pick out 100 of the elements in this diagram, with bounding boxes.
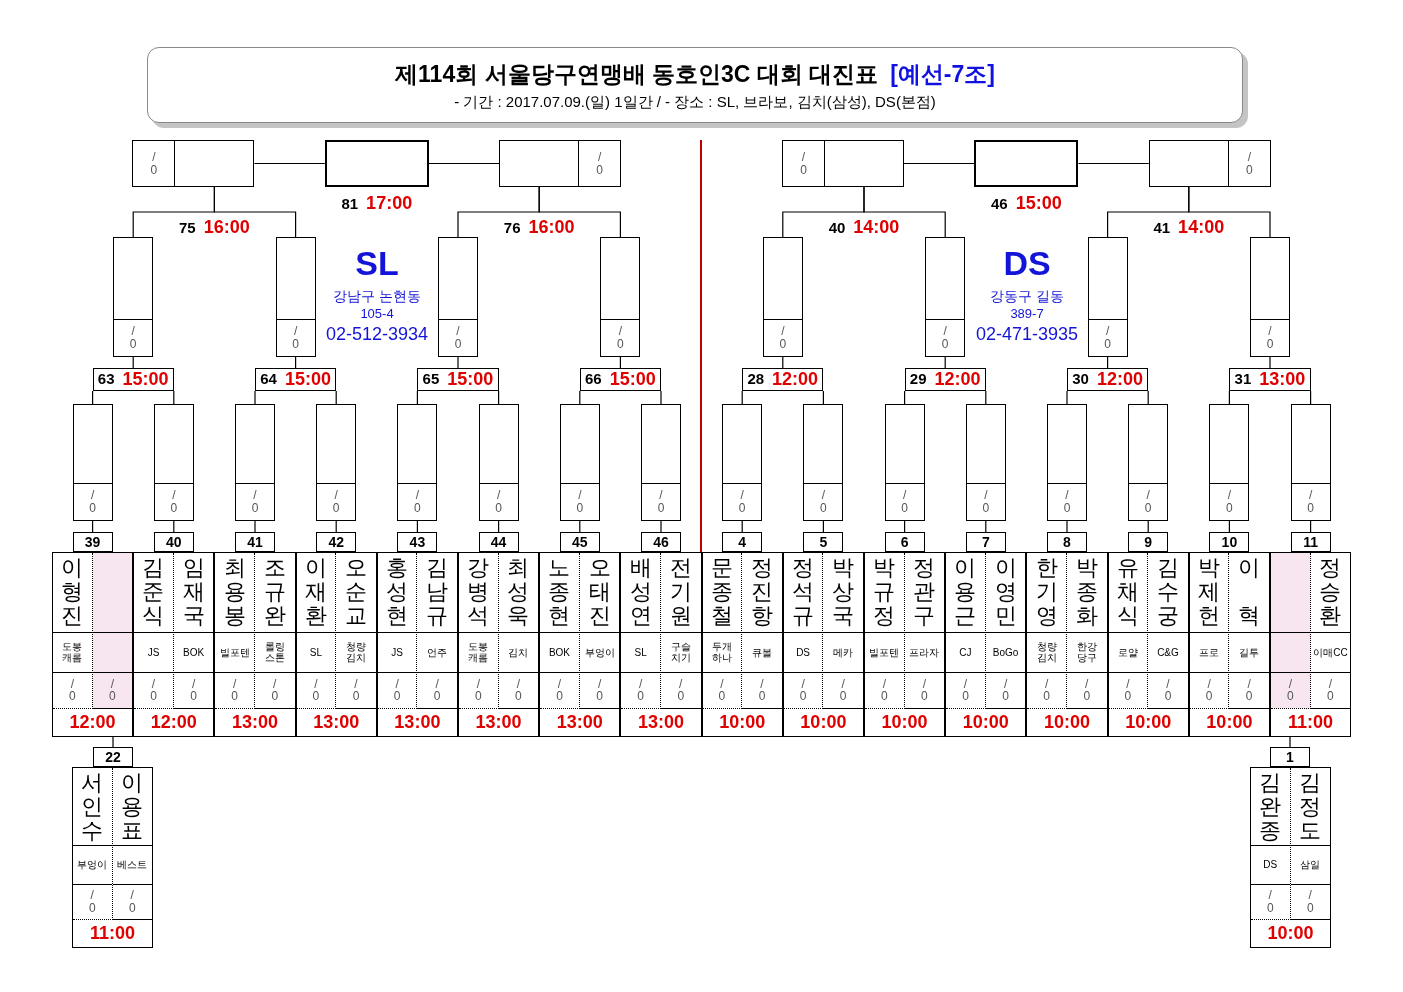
match-time: 15:00 <box>284 368 331 391</box>
score: / 0 <box>291 325 300 351</box>
club-name: JS <box>391 646 403 658</box>
match-time: 17:00 <box>366 192 413 215</box>
match-number-box <box>559 532 600 552</box>
club-name: 구슬치기 <box>669 641 692 664</box>
match-number: 46 <box>653 535 669 549</box>
club-name: 두개하나 <box>710 641 733 664</box>
match-time: 13:00 <box>637 711 684 734</box>
bracket-slot <box>132 140 255 187</box>
player-name: 노종현 <box>548 556 571 629</box>
score: / 0 <box>351 677 361 704</box>
player-name: 임재국 <box>182 556 205 629</box>
bracket-slot <box>72 404 113 521</box>
club-name: CJ <box>959 646 972 658</box>
player-name: 강병석 <box>467 556 490 629</box>
match-cell <box>295 552 377 737</box>
club-name: JS <box>147 646 160 658</box>
club-name: BOK <box>548 646 571 658</box>
match-number-box <box>884 532 925 552</box>
bracket-slot <box>925 237 966 357</box>
group-label: [예선-7조] <box>890 59 995 89</box>
match-time: 16:00 <box>528 216 575 239</box>
score: / 0 <box>838 677 848 704</box>
player-name: 박종화 <box>1075 556 1098 629</box>
match-cell <box>52 552 134 737</box>
bracket-line <box>254 520 256 533</box>
score: / 0 <box>900 489 909 515</box>
match-number: 65 <box>422 369 440 390</box>
score: / 0 <box>169 489 179 515</box>
match-time: 15:00 <box>1015 192 1062 215</box>
match-number: 44 <box>490 535 507 549</box>
player-name: 김정도 <box>1299 771 1322 844</box>
final-match-box <box>974 140 1079 187</box>
match-number: 63 <box>97 369 115 390</box>
match-number-box <box>803 532 844 552</box>
match-number: 76 <box>503 218 521 238</box>
score: / 0 <box>250 489 260 515</box>
club-name: 프라자 <box>909 646 940 658</box>
player-name: 정관구 <box>913 556 936 629</box>
club-name: SL <box>634 646 647 658</box>
match-number: 42 <box>328 535 344 549</box>
club-name: 베스트 <box>117 859 148 871</box>
match-time: 10:00 <box>1267 922 1314 945</box>
match-number: 6 <box>900 535 909 549</box>
bracket-slot <box>275 237 316 357</box>
match-time: 13:00 <box>394 711 441 734</box>
player-cell <box>1027 553 1067 709</box>
match-cell <box>782 552 864 737</box>
bracket-line <box>1066 520 1068 533</box>
bracket-slot <box>884 404 925 521</box>
player-name: 최성욱 <box>507 556 530 629</box>
match-label-box <box>1067 368 1149 391</box>
match-cell <box>945 552 1027 737</box>
match-time: 14:00 <box>853 216 900 239</box>
score: / 0 <box>453 325 463 351</box>
match-time: 13:00 <box>475 711 522 734</box>
match-time: 10:00 <box>1206 711 1253 734</box>
venue-name: DS <box>1003 246 1051 280</box>
player-name: 이재환 <box>304 556 327 629</box>
club-name: 로얄 <box>1117 646 1138 658</box>
player-cell <box>459 553 499 709</box>
bracket-slot <box>113 237 154 357</box>
score: / 0 <box>127 889 137 915</box>
score: / 0 <box>717 677 727 704</box>
player-name: 정석규 <box>792 556 815 629</box>
match-time: 10:00 <box>881 711 928 734</box>
player-name: 서인수 <box>81 771 104 844</box>
score: / 0 <box>737 489 747 515</box>
score: / 0 <box>656 489 666 515</box>
score: / 0 <box>149 677 158 704</box>
bracket-line <box>253 162 326 165</box>
score: / 0 <box>1163 677 1173 704</box>
match-time: 11:00 <box>89 922 135 945</box>
score: / 0 <box>67 677 77 704</box>
match-cell <box>214 552 296 737</box>
bracket-slot <box>803 404 844 521</box>
player-name: 김완종 <box>1259 771 1282 844</box>
match-number: 64 <box>260 369 277 390</box>
match-number-box <box>93 747 133 767</box>
score: / 0 <box>676 677 686 704</box>
player-name: 오순교 <box>345 556 367 629</box>
match-number: 66 <box>585 369 602 390</box>
score: / 0 <box>616 325 625 351</box>
score: / 0 <box>595 150 605 177</box>
player-name: 홍성현 <box>386 556 409 629</box>
score: / 0 <box>1285 677 1295 704</box>
score: / 0 <box>432 677 442 704</box>
match-time: 10:00 <box>962 711 1009 734</box>
bracket-slot <box>1209 404 1250 521</box>
match-label-box <box>742 368 824 391</box>
player-name: 정진항 <box>751 556 773 629</box>
match-cell <box>1270 552 1352 737</box>
player-cell <box>215 553 255 709</box>
match-cell <box>1250 767 1331 948</box>
match-number: 39 <box>84 535 101 549</box>
bracket-line <box>863 186 946 238</box>
bracket-slot <box>782 140 904 187</box>
score: / 0 <box>514 677 523 704</box>
club-name: 도봉캐롬 <box>467 641 490 664</box>
